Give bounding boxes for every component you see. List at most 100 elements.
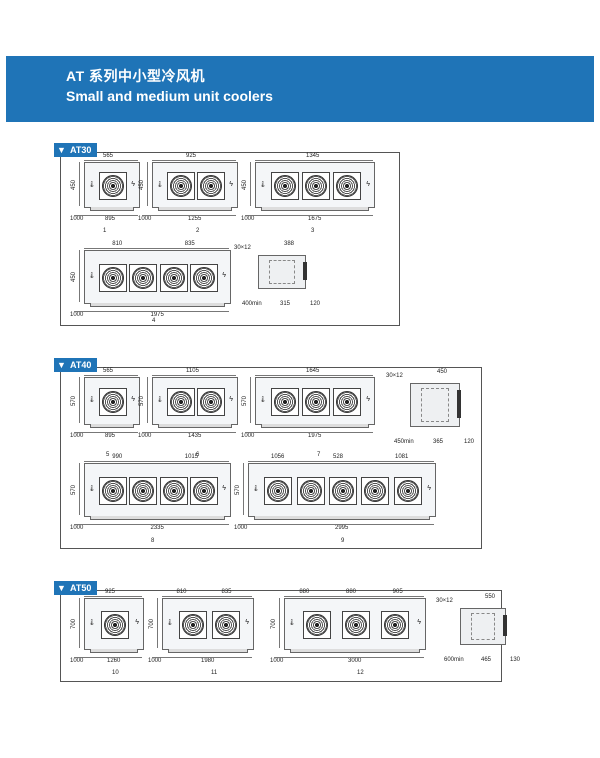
thermometer-icon: 🌡 (259, 181, 267, 188)
thermometer-icon: 🌡 (88, 397, 96, 404)
side-dimension-min: 600min (444, 657, 464, 663)
model-number: 2 (196, 228, 200, 234)
height-dimension: 450 (71, 179, 77, 190)
clearance-dimension: 1000 (70, 658, 84, 664)
electric-symbol-icon: ϟ (366, 180, 370, 188)
electric-symbol-icon: ϟ (222, 271, 226, 279)
thermometer-icon: 🌡 (156, 181, 164, 188)
fan-icon (99, 388, 127, 416)
length-dimension-line (74, 524, 229, 525)
coil-outline (421, 388, 449, 422)
top-dimension: 880 (299, 589, 310, 595)
drawing-canvas: ▼AT30系列ϟ🌡56545010008951ϟ🌡925450100012552… (0, 0, 600, 682)
length-dimension-line (245, 215, 373, 216)
side-dimension-hole: 30×12 (436, 598, 453, 604)
height-dimension-line (279, 598, 280, 648)
fan-icon (342, 611, 370, 639)
fan-side-icon (503, 615, 507, 636)
length-dimension-line (74, 215, 138, 216)
fan-icon (302, 388, 330, 416)
height-dimension: 570 (71, 484, 77, 495)
top-dimension: 1081 (395, 454, 409, 460)
chevron-down-icon: ▼ (57, 583, 66, 593)
electric-symbol-icon: ϟ (131, 396, 135, 404)
unit-body: ϟ🌡 (84, 598, 144, 650)
fan-hub (354, 623, 358, 627)
top-dimension: 1645 (306, 368, 320, 374)
height-dimension: 570 (139, 395, 145, 406)
coil-outline (471, 613, 495, 640)
fan-icon (270, 172, 299, 200)
height-dimension-line (250, 162, 251, 206)
fan-hub (314, 400, 318, 404)
side-wall (0, 2, 2, 50)
ceiling-wall (0, 0, 56, 2)
fan-icon (380, 611, 409, 639)
top-dimension: 990 (112, 454, 123, 460)
clearance-dimension: 1000 (70, 216, 84, 222)
unit-body: ϟ🌡 (84, 463, 231, 517)
top-dimension: 835 (184, 241, 195, 247)
thermometer-icon: 🌡 (88, 485, 96, 492)
height-dimension: 570 (242, 395, 248, 406)
top-dimension: 1345 (306, 153, 320, 159)
height-dimension-line (147, 162, 148, 206)
height-dimension: 570 (235, 484, 241, 495)
series-tag: ▼AT50系列 (54, 581, 98, 607)
height-dimension-line (250, 377, 251, 423)
fan-icon (129, 477, 158, 505)
electric-symbol-icon: ϟ (366, 396, 370, 404)
length-dimension: 1975 (308, 433, 322, 439)
top-dimension-line (255, 375, 373, 376)
side-view (460, 608, 507, 645)
side-dimension-d1: 315 (280, 301, 291, 307)
fan-icon (189, 477, 218, 505)
electric-symbol-icon: ϟ (229, 396, 233, 404)
fan-icon (189, 264, 218, 292)
fan-icon (167, 172, 195, 200)
fan-icon (159, 264, 188, 292)
clearance-dimension: 1000 (138, 216, 152, 222)
unit-body: ϟ🌡 (152, 162, 238, 208)
length-dimension: 1255 (188, 216, 202, 222)
fan-hub (171, 489, 176, 493)
top-dimension-line (255, 160, 373, 161)
electric-symbol-icon: ϟ (222, 484, 226, 492)
unit-base (90, 207, 134, 211)
side-view (258, 255, 307, 289)
length-dimension-line (74, 432, 138, 433)
unit-body: ϟ🌡 (255, 377, 375, 425)
electric-symbol-icon: ϟ (427, 484, 431, 492)
clearance-dimension: 1000 (270, 658, 284, 664)
thermometer-icon: 🌡 (88, 272, 96, 279)
top-dimension: 925 (186, 153, 197, 159)
fan-hub (179, 400, 183, 404)
unit-base (90, 303, 225, 307)
fan-hub (201, 276, 206, 280)
fan-hub (373, 489, 378, 493)
length-dimension: 1675 (308, 216, 322, 222)
fan-icon (129, 264, 158, 292)
thermometer-icon: 🌡 (156, 397, 164, 404)
side-dimension-hole: 30×12 (234, 245, 251, 251)
fan-hub (341, 489, 345, 493)
unit-body: ϟ🌡 (284, 598, 426, 650)
clearance-dimension: 1000 (241, 433, 255, 439)
length-dimension: 3000 (348, 658, 362, 664)
side-dimension-d2: 120 (464, 439, 475, 445)
fan-icon (296, 477, 325, 505)
unit-base (168, 649, 248, 653)
side-dimension-top: 550 (485, 594, 496, 600)
model-number: 4 (152, 318, 156, 324)
length-dimension: 2335 (150, 525, 164, 531)
fan-icon (99, 172, 127, 200)
fan-hub (315, 623, 320, 627)
top-dimension: 880 (346, 589, 357, 595)
model-number: 9 (341, 538, 345, 544)
side-dimension-d1: 465 (481, 657, 492, 663)
fan-icon (101, 611, 129, 639)
fan-icon (333, 172, 362, 200)
length-dimension: 1435 (188, 433, 202, 439)
side-view (410, 383, 461, 427)
top-dimension: 565 (103, 153, 114, 159)
